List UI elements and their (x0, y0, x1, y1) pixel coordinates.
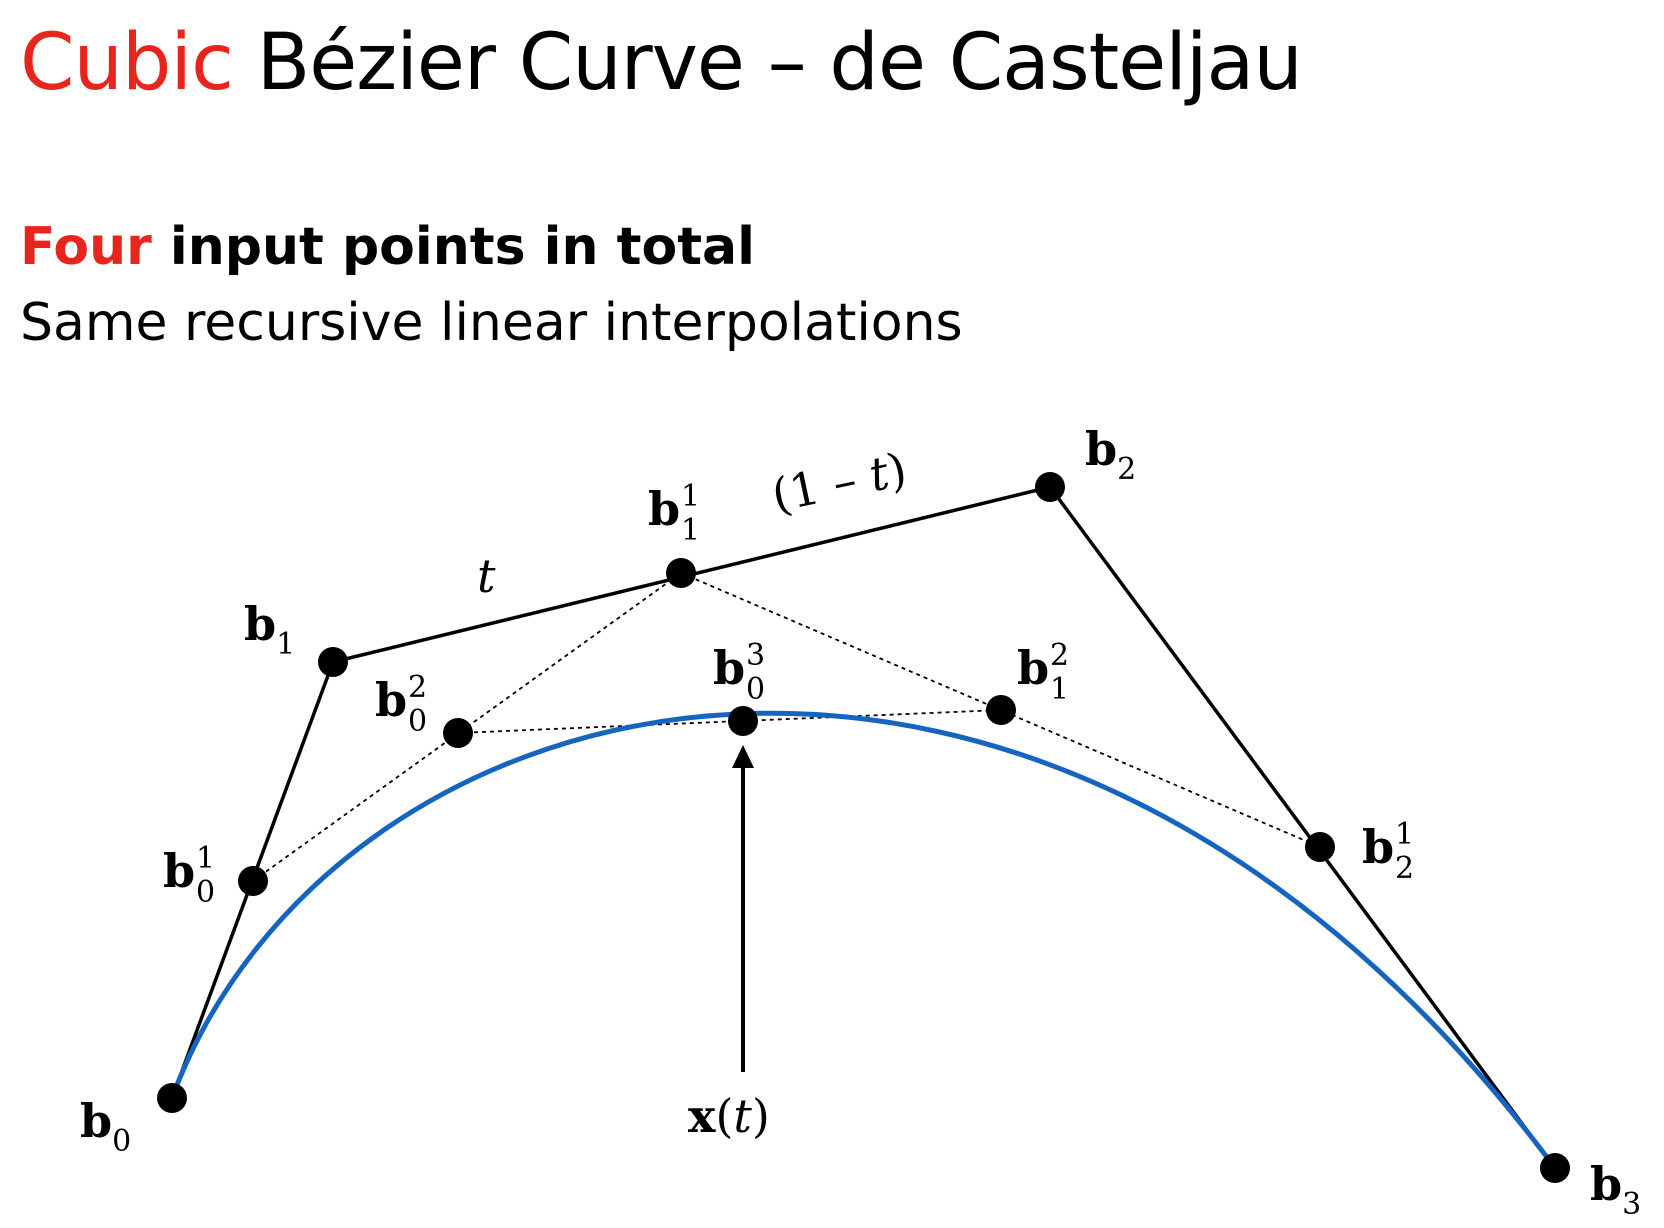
point-b3 (1540, 1153, 1570, 1183)
point-b11 (666, 558, 696, 588)
curve-point-arrow (732, 745, 754, 1072)
label-b3: b3 (1590, 1157, 1641, 1222)
point-b12 (1305, 832, 1335, 862)
segment-label-t: t (477, 549, 496, 603)
control-polygon (170, 485, 1557, 1170)
label-b1: b1 (244, 597, 295, 662)
point-b10 (238, 866, 268, 896)
point-b2 (1035, 472, 1065, 502)
point-b1 (318, 647, 348, 677)
points (157, 472, 1570, 1183)
curve-point-label: x(t) (688, 1089, 770, 1143)
subtitle-bold-rest: input points in total (151, 217, 755, 277)
point-b30 (728, 706, 758, 736)
bezier-curve (169, 710, 1558, 1170)
subtitle-plain: Same recursive linear interpolations (20, 293, 963, 353)
title-accent: Cubic (20, 18, 234, 108)
label-b0: b0 (80, 1094, 131, 1159)
point-b0 (157, 1083, 187, 1113)
point-b20 (443, 718, 473, 748)
subtitle-accent: Four (20, 217, 152, 277)
subtitle-bold: Four input points in total (20, 212, 755, 282)
segment-label-one-minus-t: (1 – t) (767, 442, 911, 523)
title-rest: Bézier Curve – de Casteljau (232, 18, 1303, 108)
slide-title: Cubic Bézier Curve – de Casteljau (20, 8, 1303, 118)
construction-line-level2 (457, 709, 1002, 734)
point-b21 (986, 695, 1016, 725)
label-b2: b2 (1085, 422, 1136, 487)
